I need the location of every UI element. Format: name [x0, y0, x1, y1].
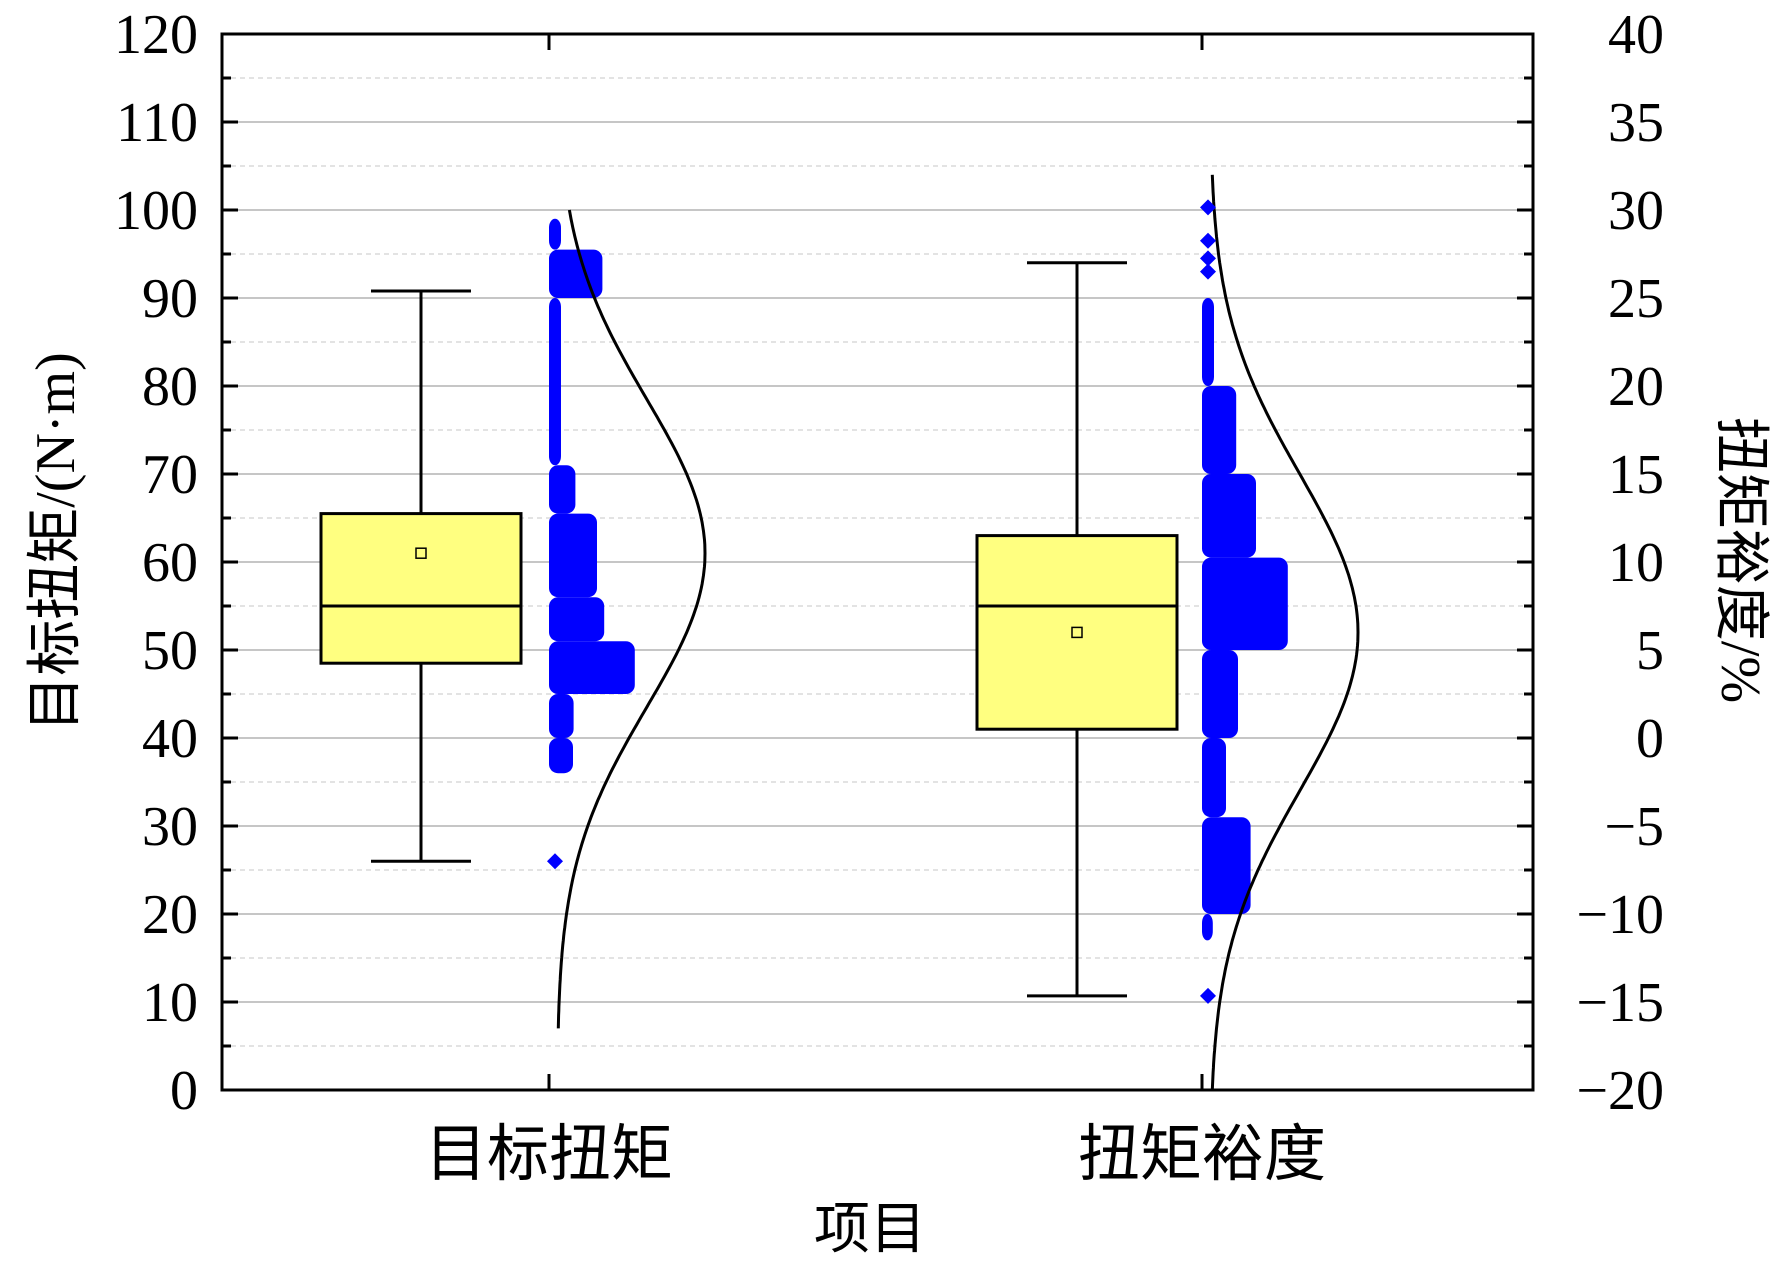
right-tick-label: −20	[1576, 1060, 1664, 1122]
category-label: 扭矩裕度	[1078, 1121, 1326, 1189]
right-tick-label: −5	[1604, 796, 1664, 858]
left-tick-label: 90	[142, 268, 198, 330]
outlier-point	[1200, 250, 1216, 267]
distribution-bin	[1202, 298, 1214, 386]
normal-curve	[556, 209, 707, 1029]
distribution-bins	[549, 218, 1288, 941]
mean-marker	[415, 547, 427, 559]
left-tick-label: 80	[142, 356, 198, 418]
category-labels: 目标扭矩 扭矩裕度	[425, 1121, 1326, 1189]
left-tick-label: 40	[142, 708, 198, 770]
distribution-bin	[549, 513, 597, 598]
left-tick-label: 110	[116, 92, 198, 154]
left-tick-label: 60	[142, 532, 198, 594]
outlier-points	[547, 199, 1216, 1004]
distribution-bin	[1202, 738, 1226, 818]
right-tick-label: 20	[1608, 356, 1664, 418]
x-axis-title: 项目	[814, 1199, 926, 1261]
right-tick-label: −15	[1576, 972, 1664, 1034]
distribution-bin	[1202, 386, 1237, 474]
left-tick-label: 20	[142, 884, 198, 946]
right-tick-label: 25	[1608, 268, 1664, 330]
left-tick-label: 50	[142, 620, 198, 682]
outlier-point	[1200, 232, 1216, 249]
right-tick-label: −10	[1576, 884, 1664, 946]
distribution-bin	[1202, 650, 1238, 738]
right-tick-label: 10	[1608, 532, 1664, 594]
right-tick-label: 35	[1608, 92, 1664, 154]
left-axis-tick-labels: 0 10 20 30 40 50 60 70 80 90 100 110 120	[114, 4, 198, 1122]
right-tick-label: 30	[1608, 180, 1664, 242]
distribution-bin	[549, 597, 605, 642]
left-tick-label: 30	[142, 796, 198, 858]
right-tick-label: 0	[1636, 708, 1664, 770]
iqr-box	[975, 534, 1179, 731]
outlier-point	[547, 853, 563, 870]
right-tick-label: 40	[1608, 4, 1664, 66]
left-tick-label: 120	[114, 4, 198, 66]
distribution-bin	[549, 694, 574, 738]
distribution-bin	[549, 465, 576, 514]
distribution-bin	[1202, 474, 1256, 558]
distribution-bin	[1202, 557, 1288, 650]
right-tick-label: 15	[1608, 444, 1664, 506]
distribution-bin	[549, 249, 603, 298]
left-axis-title: 目标扭矩/(N·m)	[25, 352, 87, 732]
distribution-bin	[1202, 817, 1251, 914]
distribution-bin	[549, 218, 561, 250]
distribution-bin	[549, 641, 635, 694]
outlier-point	[1200, 199, 1216, 216]
outlier-point	[1200, 263, 1216, 280]
left-tick-label: 0	[170, 1060, 198, 1122]
distribution-bin	[1202, 914, 1213, 941]
right-tick-label: 5	[1636, 620, 1664, 682]
normal-curves	[556, 174, 1360, 1091]
left-tick-label: 100	[114, 180, 198, 242]
right-axis-title: 扭矩裕度/%	[1709, 417, 1771, 703]
right-axis-tick-labels: −20 −15 −10 −5 0 5 10 15 20 25 30 35 40	[1576, 4, 1664, 1122]
box-plots	[319, 261, 1179, 998]
left-tick-label: 70	[142, 444, 198, 506]
axis-ticks	[222, 32, 1533, 1092]
distribution-bin	[549, 738, 573, 774]
iqr-box	[319, 512, 523, 665]
left-tick-label: 10	[142, 972, 198, 1034]
mean-marker	[1071, 626, 1083, 639]
category-label: 目标扭矩	[425, 1121, 673, 1189]
normal-curve	[1210, 174, 1360, 1091]
distribution-bin	[549, 298, 561, 466]
outlier-point	[1200, 987, 1216, 1004]
